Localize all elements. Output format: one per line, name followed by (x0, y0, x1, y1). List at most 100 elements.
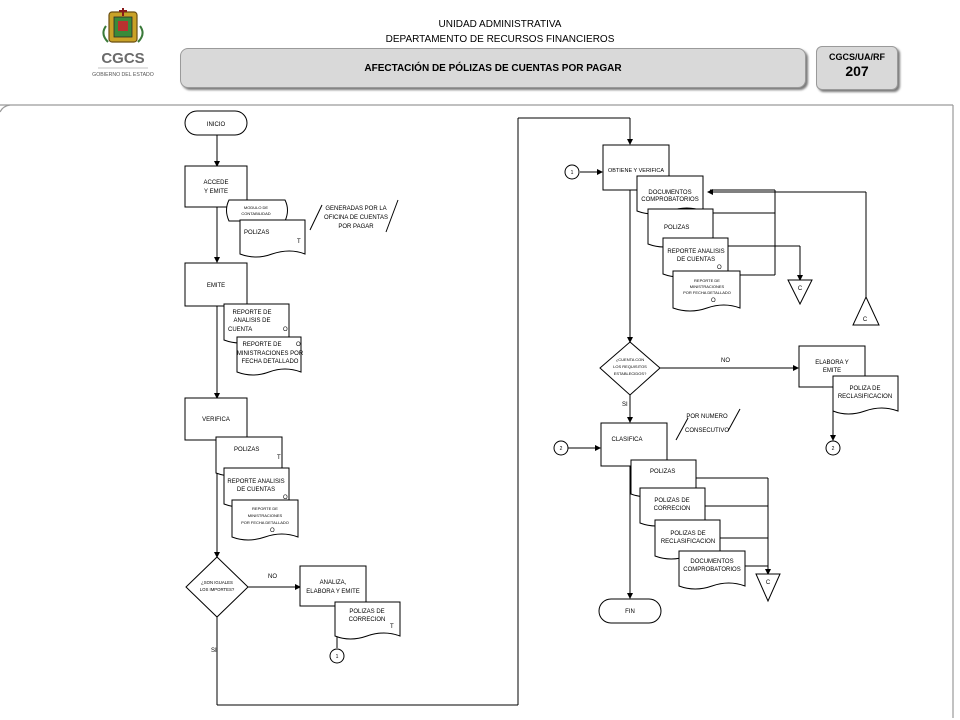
reporte-min-right-1: REPORTE DE (694, 278, 720, 283)
reporte-analisis-v-2: DE CUENTAS (237, 487, 275, 493)
government-logo: CGCS GOBIERNO DEL ESTADO (92, 8, 154, 78)
reporte-min-2: MINISTRACIONES POR (237, 351, 304, 357)
polizas-verifica-mark: T (277, 455, 281, 461)
document-polizas (239, 219, 306, 258)
polizas-correcion-mark: T (390, 624, 394, 630)
process-clasifica (600, 422, 668, 467)
reporte-analisis-right-mark: O (717, 265, 722, 271)
reporte-analisis-2: ANALISIS DE (233, 318, 270, 324)
connector-2-left (553, 440, 569, 456)
process-verifica (184, 397, 248, 441)
obtiene-label: OBTIENE Y VERIFICA (608, 168, 664, 174)
connector-1-left-label: 1 (336, 654, 339, 660)
start-terminator (184, 110, 248, 136)
generadas-label-2: OFICINA DE CUENTAS (324, 215, 388, 221)
archive-c-right-label: C (863, 317, 868, 323)
elabora-1: ELABORA Y (815, 360, 849, 366)
poliza-reclas-1: POLIZA DE (849, 386, 880, 392)
decision-right-2: LOS REQUISITOS (613, 364, 647, 369)
logo-subtext: GOBIERNO DEL ESTADO (92, 72, 154, 78)
analiza-label-2: ELABORA Y EMITE (306, 589, 359, 595)
polizas-correcion-right-1: POLIZAS DE (654, 498, 689, 504)
end-label: FIN (625, 609, 635, 615)
reporte-min-right-mark: O (711, 298, 716, 304)
docs2-1: DOCUMENTOS (690, 559, 733, 565)
document-docs-right (678, 550, 746, 590)
archive-c-right (852, 295, 880, 326)
document-poliza-reclasificacion (832, 375, 899, 415)
reporte-analisis-right-2: DE CUENTAS (677, 257, 715, 263)
decision-left-1: ¿SON IGUALES (201, 580, 233, 585)
elabora-2: EMITE (823, 368, 841, 374)
analiza-label-1: ANALIZA, (320, 580, 347, 586)
reporte-min-right-3: POR FECHA DETALLADO (683, 290, 731, 295)
reporte-min-mark: O (296, 342, 301, 348)
document-polizas-correcion (334, 601, 401, 640)
module-label-2: CONTABILIDAD (241, 211, 270, 216)
department-label: DEPARTAMENTO DE RECURSOS FINANCIEROS (385, 34, 615, 45)
accede-label-1: ACCEDE (203, 180, 228, 186)
document-reporte-min-verifica (231, 499, 299, 541)
decision-left-si: SI (211, 648, 217, 654)
poliza-reclas-2: RECLASIFICACION (838, 394, 892, 400)
annotation-1: POR NUMERO (686, 414, 728, 420)
decision-right-si: SI (622, 402, 628, 408)
reporte-analisis-right-1: REPORTE ANALISIS (667, 249, 724, 255)
polizas-correcion-right-2: CORRECION (654, 506, 691, 512)
emite-label: EMITE (207, 283, 225, 289)
archive-c-bottom (755, 573, 781, 603)
document-reporte-ministraciones (236, 336, 302, 376)
connector-1-right (564, 164, 580, 180)
polizas-reclas-right-2: RECLASIFICACION (661, 539, 715, 545)
connector-1-left (329, 648, 345, 664)
end-terminator (598, 598, 662, 624)
archive-c-bottom-label: C (766, 580, 771, 586)
polizas-right-label: POLIZAS (664, 225, 689, 231)
reporte-analisis-v-1: REPORTE ANALISIS (227, 479, 284, 485)
connector-2-right-label: 2 (832, 446, 835, 452)
decision-right-3: ESTABLECIDOS? (614, 371, 647, 376)
polizas-label: POLIZAS (244, 230, 269, 236)
polizas-correcion-1: POLIZAS DE (349, 609, 384, 615)
unit-label: UNIDAD ADMINISTRATIVA (438, 19, 562, 30)
reporte-min-v-3: POR FECHA DETALLADO (241, 520, 289, 525)
generadas-label-1: GENERADAS POR LA (325, 206, 386, 212)
procedure-number: 207 (845, 63, 869, 79)
reporte-min-right-2: MINISTRACIONES (690, 284, 725, 289)
accede-label-2: Y EMITE (204, 189, 228, 195)
flow-lines (214, 117, 867, 706)
process-analiza (299, 565, 367, 607)
archive-c-top-label: C (798, 286, 803, 292)
reporte-min-1: REPORTE DE (243, 342, 282, 348)
verifica-label: VERIFICA (202, 417, 230, 423)
generadas-label-3: POR PAGAR (338, 224, 374, 230)
decision-requisitos (599, 341, 661, 396)
archive-c-top (787, 279, 813, 306)
reporte-analisis-1: REPORTE DE (233, 310, 272, 316)
document-reporte-min-right (672, 270, 741, 312)
procedure-code: CGCS/UA/RF (829, 52, 885, 62)
connector-2-left-label: 2 (560, 446, 563, 452)
reporte-analisis-v-mark: O (283, 495, 288, 501)
procedure-code-box: CGCS/UA/RF 207 (816, 46, 898, 90)
polizas-clasifica-label: POLIZAS (650, 469, 675, 475)
decision-left-2: LOS IMPORTES? (200, 587, 235, 592)
reporte-min-v-mark: O (270, 528, 275, 534)
reporte-analisis-mark: O (283, 327, 288, 333)
docs-2: COMPROBATORIOS (641, 197, 698, 203)
polizas-correcion-2: CORRECION (349, 617, 386, 623)
polizas-mark: T (297, 239, 301, 245)
reporte-analisis-3: CUENTA (228, 327, 252, 333)
polizas-reclas-right-1: POLIZAS DE (670, 531, 705, 537)
reporte-min-3: FECHA DETALLADO (242, 359, 299, 365)
annotation-2: CONSECUTIVO (685, 428, 729, 434)
reporte-min-v-2: MINISTRACIONES (248, 513, 283, 518)
docs-1: DOCUMENTOS (648, 190, 691, 196)
polizas-verifica-label: POLIZAS (234, 447, 259, 453)
decision-importes (185, 556, 249, 618)
logo-text: CGCS (101, 50, 144, 67)
docs2-2: COMPROBATORIOS (683, 567, 740, 573)
start-label: INICIO (207, 122, 226, 128)
process-emite (184, 262, 248, 307)
procedure-title-text: AFECTACIÓN DE PÓLIZAS DE CUENTAS POR PAG… (364, 62, 622, 74)
